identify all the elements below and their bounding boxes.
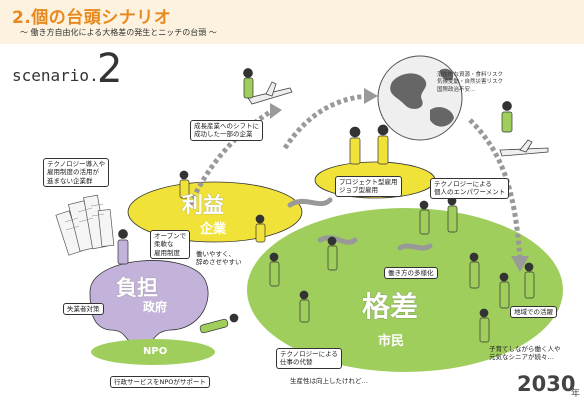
label-growth: 成長産業へのシフトに 成功した一部の企業 (190, 120, 263, 141)
citizens-label: 市民 (378, 334, 405, 349)
scenario-number: 2 (97, 46, 123, 92)
company-label: 企業 (200, 222, 227, 237)
office-buildings (55, 194, 115, 256)
label-empower: テクノロジーによる 個人のエンパワーメント (430, 178, 510, 199)
npo-region (91, 339, 215, 365)
government-label: 政府 (143, 300, 168, 314)
label-project: プロジェクト型雇用 ジョブ型雇用 (335, 176, 402, 197)
label-senior: 子育てしながら働く人や 元気なシニアが続々… (489, 345, 561, 362)
label-diverse: 働き方の多様化 (384, 267, 438, 280)
label-local: 地域での活躍 (510, 306, 557, 319)
page-title: 2.個の台頭シナリオ (12, 8, 172, 28)
label-tech-slow: テクノロジー導入や 雇用制度の活用が 進まない企業群 (43, 158, 110, 188)
label-tech-replace: テクノロジーによる 仕事の代替 (276, 348, 342, 369)
arrow-to-growth (187, 109, 272, 207)
people-figures (117, 68, 535, 343)
disparity-label: 格差 (362, 290, 419, 323)
government-region (89, 260, 209, 344)
label-productivity: 生産性は向上したけれど… (290, 377, 368, 385)
label-open: オープンで 柔軟な 雇用制度 (150, 230, 191, 260)
profit-label: 利益 (182, 193, 224, 217)
label-unemploy: 失業者対策 (63, 303, 104, 316)
globe-icon (377, 55, 463, 141)
year-value: 2030 (517, 372, 576, 396)
arrow-from-globe (468, 118, 523, 261)
npo-label: NPO (143, 346, 168, 357)
label-work-easy: 働いやすく、 辞めさせやすい (196, 250, 242, 267)
arrow-to-globe (282, 93, 369, 150)
label-risks: 潜在的な資源・食料リスク 気候変動・自然災害リスク 国際政治不安… (437, 72, 504, 93)
page-subtitle: 〜 働き方自由化による大格差の発生とニッチの台頭 〜 (20, 28, 217, 37)
label-npo-support: 行政サービスをNPOがサポート (110, 376, 210, 389)
airplane-icon (247, 81, 549, 157)
scenario-word: scenario. (12, 66, 99, 85)
header-band (0, 0, 584, 44)
year-unit: 年 (571, 389, 581, 399)
burden-label: 負担 (116, 276, 158, 300)
